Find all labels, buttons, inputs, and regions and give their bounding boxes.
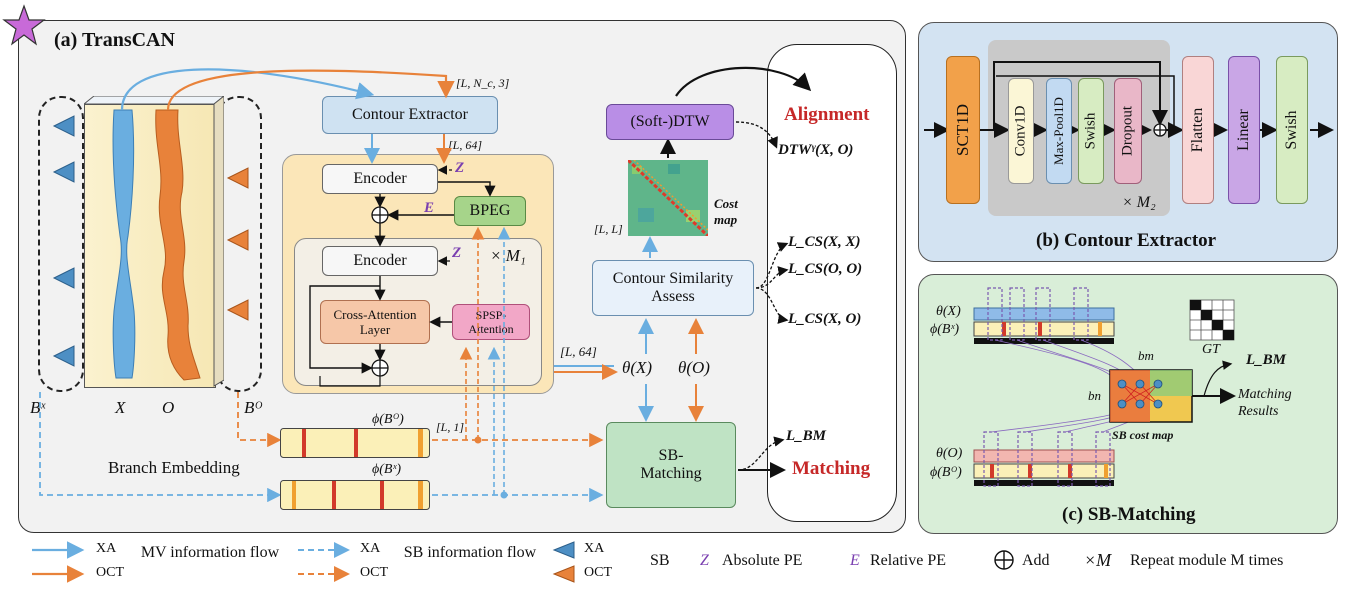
- panel-b-title: (b) Contour Extractor: [1036, 230, 1217, 251]
- cross-attention-box: Cross-Attention Layer: [320, 300, 430, 344]
- encoder-2: Encoder: [322, 246, 438, 276]
- dims-top-label: [L, N_c, 3]: [456, 76, 510, 90]
- c-cost-map-label: SB cost map: [1112, 428, 1174, 442]
- contour-extractor-box: Contour Extractor: [322, 96, 498, 134]
- sb-matching-box: SB-Matching: [606, 422, 736, 508]
- encoder-internal-lines: [309, 165, 496, 387]
- c-theta-o: θ(O): [936, 446, 963, 461]
- c-phi-bo: ϕ(Bᴼ): [930, 465, 962, 480]
- oct-sb-markers: [226, 167, 249, 321]
- z-abs-pe-1: Z: [455, 160, 465, 176]
- x-label: X: [115, 398, 126, 417]
- legend-rel-pe: Relative PE: [870, 552, 946, 569]
- dims-64-label: [L, 64]: [448, 138, 483, 152]
- c-bm-label: bm: [1138, 348, 1154, 363]
- theta-x-label: θ(X): [622, 358, 653, 377]
- dims-l1-label: [L, 1]: [436, 420, 465, 434]
- legend-repeat: Repeat module M times: [1130, 552, 1284, 569]
- maxpool-block: Max-Pool1D: [1046, 78, 1072, 184]
- legend-abs-pe: Absolute PE: [722, 552, 803, 569]
- bo-label: Bᴼ: [244, 398, 263, 417]
- bx-label: Bˣ: [30, 398, 46, 417]
- sct1d-block: SCT1D: [946, 56, 980, 204]
- branch-embedding-label: Branch Embedding: [108, 458, 240, 477]
- star-icon: [2, 4, 46, 46]
- c-phi-bx: ϕ(Bˣ): [930, 322, 960, 337]
- c-lbm-label: L_BM: [1246, 352, 1287, 368]
- legend-xa-2: XA: [360, 541, 381, 556]
- legend-z: Z: [700, 552, 709, 569]
- legend-oct-3: OCT: [584, 565, 612, 580]
- lcs-oo-label: L_CS(O, O): [788, 261, 863, 277]
- spsp-attention-box: SPSP-Attention: [452, 304, 530, 340]
- legend-oct-1: OCT: [96, 565, 124, 580]
- phi-bx-label: ϕ(Bˣ): [372, 462, 402, 477]
- output-region: [767, 44, 897, 522]
- alignment-label: Alignment: [784, 104, 870, 125]
- legend-graphics: [32, 541, 1014, 583]
- encoder-1: Encoder: [322, 164, 438, 194]
- c-bn-label: bn: [1088, 388, 1101, 403]
- panel-c-title: (c) SB-Matching: [1062, 504, 1196, 525]
- legend-e: E: [850, 552, 860, 569]
- xa-sb-markers: [52, 115, 75, 367]
- z-abs-pe-2: Z: [452, 245, 462, 261]
- sb-matching-diagram: [973, 287, 1236, 487]
- c-gt-label: GT: [1202, 342, 1220, 357]
- conv1d-block: Conv1D: [1008, 78, 1034, 184]
- phi-bx-bar: [280, 480, 430, 510]
- legend-sb: SB: [650, 552, 670, 569]
- soft-dtw-box: (Soft-)DTW: [606, 104, 734, 140]
- cost-map-heatmap: [628, 160, 708, 236]
- phi-bo-bar: [280, 428, 430, 458]
- dims-enc-out: [L, 64]: [560, 344, 597, 359]
- legend-add: Add: [1022, 552, 1050, 569]
- repeat-m1-label: × M₁: [490, 246, 526, 265]
- legend-xa-3: XA: [584, 541, 605, 556]
- contour-similarity-box: Contour Similarity Assess: [592, 260, 754, 316]
- legend-mv-flow: MV information flow: [140, 544, 280, 561]
- lbm-label: L_BM: [786, 428, 827, 444]
- theta-o-label: θ(O): [678, 358, 710, 377]
- lcs-xo-label: L_CS(X, O): [788, 311, 862, 327]
- panel-a-title: (a) TransCAN: [54, 29, 175, 51]
- legend-xa-1: XA: [96, 541, 117, 556]
- c-theta-x: θ(X): [936, 304, 961, 319]
- o-label: O: [162, 398, 175, 417]
- legend-sb-flow: SB information flow: [403, 544, 537, 561]
- vessel-drawing: [84, 96, 224, 387]
- swish2-block: Swish: [1276, 56, 1308, 204]
- flatten-block: Flatten: [1182, 56, 1214, 204]
- legend-oct-2: OCT: [360, 565, 388, 580]
- dropout-block: Dropout: [1114, 78, 1142, 184]
- dtw-loss-label: DTWᵞ(X, O): [778, 142, 854, 158]
- flow-lines: [39, 66, 812, 503]
- phi-bo-label: ϕ(Bᴼ): [372, 412, 404, 427]
- linear-block: Linear: [1228, 56, 1260, 204]
- matching-label: Matching: [792, 458, 871, 479]
- swish1-block: Swish: [1078, 78, 1104, 184]
- lcs-xx-label: L_CS(X, X): [788, 234, 861, 250]
- e-rel-pe: E: [424, 200, 435, 216]
- repeat-m2-label: × M₂: [1122, 194, 1156, 211]
- contour-extractor-flow: [924, 61, 1334, 138]
- legend-xm: ×M: [1084, 550, 1112, 570]
- c-matching-results: Matching Results: [1238, 387, 1292, 419]
- cost-map-label: Cost map: [714, 196, 738, 227]
- dims-ll-label: [L, L]: [594, 222, 623, 236]
- xa-branch-group: [38, 96, 84, 392]
